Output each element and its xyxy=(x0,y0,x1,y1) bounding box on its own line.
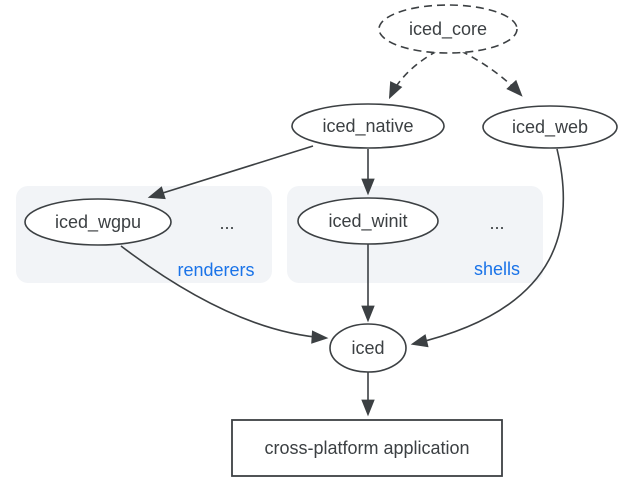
node-iced: iced xyxy=(329,323,407,373)
edge-native-to-wgpu xyxy=(147,145,314,200)
node-iced-wgpu: iced_wgpu xyxy=(24,198,172,246)
iced-web-ellipse xyxy=(482,105,618,149)
iced-native-label: iced_native xyxy=(322,116,413,137)
node-iced-web: iced_web xyxy=(482,105,618,149)
iced-ellipse xyxy=(329,323,407,373)
iced-wgpu-ellipse xyxy=(24,198,172,246)
application-box xyxy=(231,419,503,477)
iced-wgpu-label: iced_wgpu xyxy=(55,212,141,233)
iced-label: iced xyxy=(351,338,384,358)
node-iced-native: iced_native xyxy=(291,103,445,149)
shells-group-label: shells xyxy=(474,259,520,279)
renderers-group-label: renderers xyxy=(177,260,254,280)
renderers-ellipsis-label: ... xyxy=(219,213,234,233)
iced-web-label: iced_web xyxy=(512,117,588,138)
node-cross-platform-application: cross-platform application xyxy=(231,419,503,477)
node-iced-core: iced_core xyxy=(378,4,518,54)
iced-core-ellipse xyxy=(378,4,518,54)
application-label: cross-platform application xyxy=(264,438,469,458)
node-iced-winit: iced_winit xyxy=(297,197,439,245)
edge-core-to-native xyxy=(388,50,438,100)
edge-web-to-iced xyxy=(410,148,565,348)
iced-winit-label: iced_winit xyxy=(328,211,407,232)
edge-core-to-web xyxy=(460,50,523,97)
iced-native-ellipse xyxy=(291,103,445,149)
iced-winit-ellipse xyxy=(297,197,439,245)
edge-wgpu-to-iced xyxy=(120,245,329,344)
shells-ellipsis-label: ... xyxy=(489,213,504,233)
iced-core-label: iced_core xyxy=(409,19,487,40)
